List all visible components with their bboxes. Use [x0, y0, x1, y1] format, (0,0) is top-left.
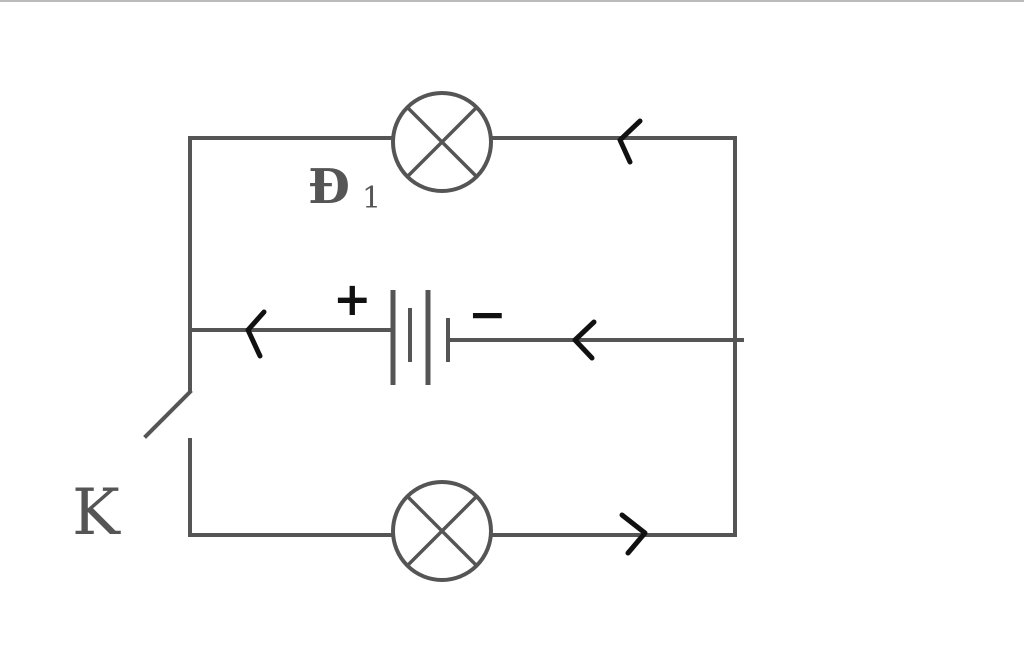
current-arrows — [245, 118, 648, 556]
lamp-top — [391, 91, 493, 193]
arrow-middle-right-left-pointing — [572, 319, 597, 361]
arrow-bottom-right-pointing — [619, 512, 648, 556]
arrow-top-left-pointing — [617, 118, 643, 165]
lamp-bottom-cross-b — [406, 495, 478, 567]
battery-negative-label: − — [468, 287, 507, 341]
lamp-top-subscript: 1 — [362, 181, 381, 216]
arrow-middle-left-pointing — [245, 309, 267, 359]
battery-positive-label: + — [333, 272, 372, 326]
lamp-top-cross-b — [406, 106, 478, 178]
switch-blade — [143, 389, 193, 439]
switch-label: K — [72, 476, 121, 550]
lamp-bottom — [391, 480, 493, 582]
battery — [390, 290, 450, 385]
lamp-top-label: Đ — [308, 159, 350, 215]
wires — [188, 136, 744, 537]
